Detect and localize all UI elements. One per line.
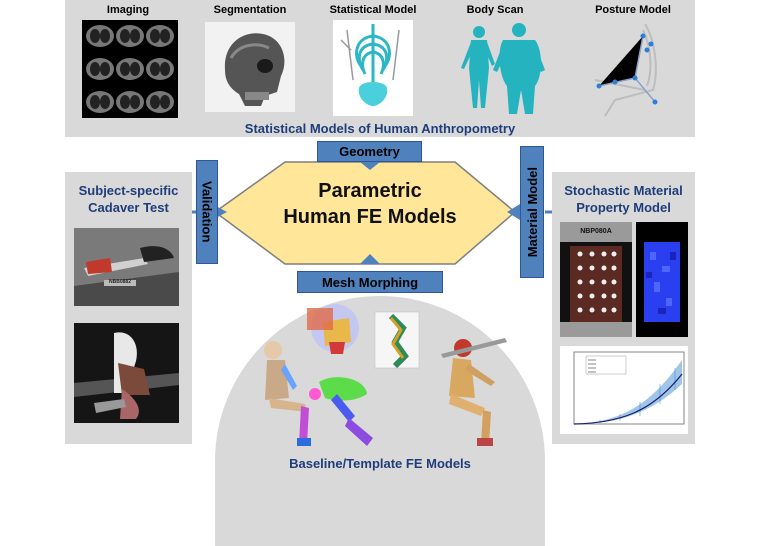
left-panel-title-1: Subject-specific: [78, 183, 179, 198]
mesh-morphing-box: Mesh Morphing: [297, 271, 443, 293]
geometry-box: Geometry: [317, 141, 422, 162]
body-scan-figures: [455, 20, 550, 120]
material-model-box: Material Model: [520, 146, 544, 278]
bone-specimen-photo: NBP080A: [560, 222, 632, 337]
cadaver-photo-label: NBB0882: [109, 279, 131, 285]
label-statistical-model: Statistical Model: [329, 4, 417, 16]
geometry-arrow: [360, 162, 380, 170]
left-panel-title-2: Cadaver Test: [88, 200, 169, 215]
label-imaging: Imaging: [106, 4, 150, 16]
material-property-map: [636, 222, 688, 337]
validation-label: Validation: [199, 181, 215, 243]
imaging-ct-grid: [82, 20, 178, 118]
material-model-label: Material Model: [524, 166, 540, 258]
stochastic-response-plot: [560, 346, 688, 434]
center-title-2: Human FE Models: [283, 206, 457, 228]
right-panel-title-1: Stochastic Material: [564, 183, 683, 198]
center-title-1: Parametric: [318, 180, 422, 202]
specimen-photo-label: NBP080A: [580, 228, 612, 235]
cadaver-test-photo-2: [74, 323, 179, 423]
label-body-scan: Body Scan: [466, 4, 524, 16]
mesh-morphing-arrow: [360, 254, 380, 264]
label-posture-model: Posture Model: [595, 4, 671, 16]
baseline-fe-models-image: [245, 298, 515, 454]
label-segmentation: Segmentation: [213, 4, 287, 16]
cadaver-test-photo-1: NBB0882: [74, 228, 179, 306]
right-panel-title-2: Property Model: [576, 200, 671, 215]
posture-model-image: [585, 20, 690, 120]
top-panel-caption: Statistical Models of Human Anthropometr…: [244, 121, 516, 136]
statistical-skeleton-image: [333, 20, 413, 116]
segmentation-skull-image: [205, 22, 295, 112]
material-arrow: [507, 204, 520, 220]
validation-box: Validation: [196, 160, 218, 264]
bottom-caption: Baseline/Template FE Models: [289, 456, 471, 471]
